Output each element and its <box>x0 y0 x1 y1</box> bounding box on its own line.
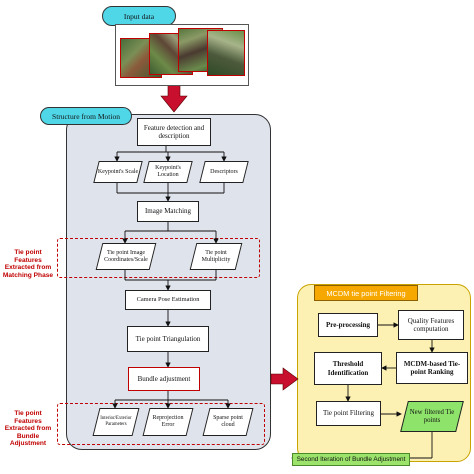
preprocessing-box: Pre-processing <box>318 313 378 337</box>
tie-multiplicity-box: Tie point Multiplicity <box>193 243 239 270</box>
new-tie-points-box: New filtered Tie points <box>404 401 460 432</box>
new-tie-points-label: New filtered Tie points <box>409 408 455 424</box>
triangulation-box: Tie point Triangulation <box>127 326 209 352</box>
matching-phase-dashed-box <box>57 238 260 278</box>
keypoint-location-label: Keypoint's Location <box>155 165 181 178</box>
tie-multiplicity-label: Tie point Multiplicity <box>201 249 231 263</box>
mcdm-title: MCDM tie point Filtering <box>314 285 418 301</box>
bundle-phase-dashed-box <box>57 403 265 445</box>
pose-estimation-box: Camera Pose Estimation <box>125 290 211 310</box>
sparse-cloud-label: Sparse point cloud <box>213 415 243 428</box>
reprojection-box: Reprojection Error <box>146 408 190 436</box>
image-matching-box: Image Matching <box>137 201 199 222</box>
sparse-cloud-box: Sparse point cloud <box>206 408 250 436</box>
keypoint-location-box: Keypoint's Location <box>146 161 190 183</box>
tie-coords-box: Tie point Image Coordinates/Scale <box>99 243 153 270</box>
keypoint-scale-label: Keypoint's Scale <box>97 168 139 175</box>
params-box: Interior/Exterior Parameters <box>96 408 136 436</box>
tie-filtering-box: Tie point Filtering <box>316 401 381 426</box>
tie-coords-label: Tie point Image Coordinates/Scale <box>104 249 148 263</box>
second-iteration-label: Second Iteration of Bundle Adjustment <box>292 453 410 466</box>
sfm-title: Structure from Motion <box>40 107 132 125</box>
matching-phase-label: Tie point Features Extracted from Matchi… <box>2 249 54 279</box>
mcdm-ranking-box: MCDM-based Tie-point Ranking <box>396 352 468 384</box>
feature-detection-box: Feature detection and description <box>137 118 211 146</box>
quality-features-box: Quality Features computation <box>398 310 464 340</box>
bundle-adjustment-box: Bundle adjustment <box>128 367 200 391</box>
reprojection-label: Reprojection Error <box>152 415 184 428</box>
bundle-phase-label: Tie point Features Extracted from Bundle… <box>4 410 52 448</box>
descriptors-label: Descriptors <box>210 168 238 175</box>
keypoint-scale-box: Keypoint's Scale <box>96 161 140 183</box>
aerial-image-4 <box>207 30 245 76</box>
input-data-title: Input data <box>102 6 176 26</box>
threshold-box: Threshold Identification <box>314 352 382 385</box>
params-label: Interior/Exterior Parameters <box>100 416 132 427</box>
descriptors-box: Descriptors <box>202 161 246 183</box>
